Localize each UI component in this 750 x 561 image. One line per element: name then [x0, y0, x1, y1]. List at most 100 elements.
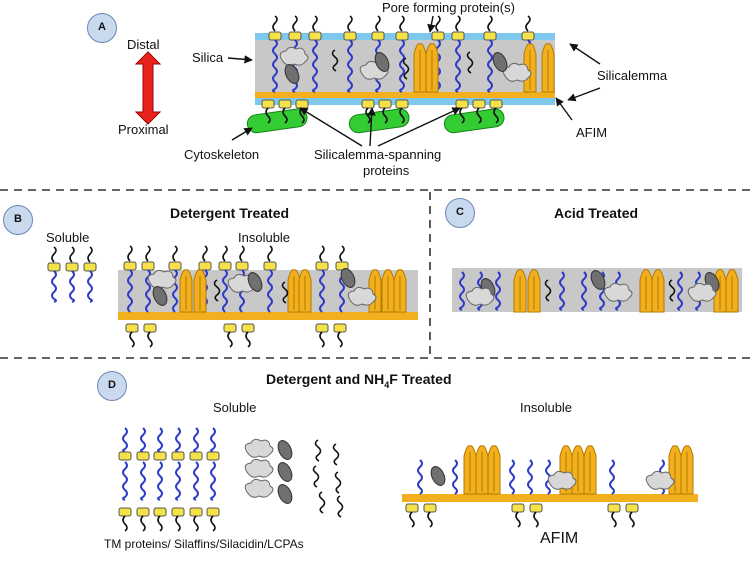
spanning-protein-a-1: [278, 99, 292, 109]
soluble-protein-b-1-tail: [69, 246, 75, 263]
panel-d-insoluble-label: Insoluble: [520, 400, 573, 415]
silica-protein-top-a-5-tail: [399, 15, 405, 32]
sol-protein-d-bottom-3: [171, 507, 185, 517]
dark-b-2: [340, 268, 356, 288]
sol-protein-d-mid-2: [153, 451, 167, 461]
chain-c-3: [559, 271, 565, 311]
insol-chain-d-2: [509, 459, 515, 495]
sol-chain-d-mid-3: [175, 461, 181, 501]
protein-bottom-b-3: [241, 323, 255, 333]
silica-protein-top-a-3-tail: [347, 15, 353, 32]
cytoskeleton-1: [348, 108, 410, 134]
panel-b-soluble-label: Soluble: [46, 230, 90, 245]
afim-label-a: AFIM: [576, 125, 608, 140]
spanning-protein-a-3-tail: [365, 107, 371, 124]
panel-d-caption: TM proteins/ Silaffins/Silacidin/LCPAs: [104, 537, 304, 551]
sol-protein-d-bottom-3-tail: [175, 515, 181, 532]
squiggle-b-1: [281, 281, 289, 304]
silica-protein-top-a-7-tail: [455, 15, 461, 32]
pore-forming-label: Pore forming protein(s): [382, 0, 515, 15]
soluble-protein-b-0-tail: [51, 246, 57, 263]
silica-protein-top-a-9-tail: [525, 15, 531, 32]
silica-protein-top-a-2: [308, 31, 322, 41]
chain-c-0: [459, 271, 465, 311]
silica-protein-top-a-5: [395, 31, 409, 41]
insol-chain-d-1: [452, 459, 458, 495]
protein-top-b-3: [198, 261, 212, 271]
squiggle-b-0: [213, 279, 221, 302]
squiggle-a-1: [466, 51, 474, 74]
insol-protein-d-2-tail: [515, 511, 521, 528]
insol-protein-d-1: [423, 503, 437, 513]
panel-b-badge: B: [3, 205, 33, 235]
protein-top-b-4: [218, 261, 232, 271]
silica-chain-a-7: [455, 39, 461, 93]
afim-layer-b: [118, 312, 418, 320]
sol-protein-d-bottom-2-tail: [157, 515, 163, 532]
silica-chain-a-2: [312, 39, 318, 93]
protein-top-b-1-tail: [145, 245, 151, 262]
protein-top-b-7-tail: [319, 245, 325, 262]
soluble-protein-b-1: [65, 262, 79, 272]
chain-b-2: [172, 269, 178, 313]
spanning-protein-a-8: [489, 99, 503, 109]
distal-proximal-arrow: [134, 51, 162, 125]
soluble-chain-b-0: [51, 270, 57, 303]
sol-protein-d-mid-3: [171, 451, 185, 461]
afim-arrow-a: [555, 97, 573, 121]
silica-protein-top-a-6-tail: [435, 15, 441, 32]
protein-bottom-b-3-tail: [245, 331, 251, 348]
pore-arrow: [427, 15, 436, 33]
protein-top-b-4-tail: [222, 245, 228, 262]
protein-bottom-b-4: [315, 323, 329, 333]
protein-bottom-b-1-tail: [147, 331, 153, 348]
soluble-chain-b-2: [87, 270, 93, 303]
sol-protein-d-bottom-5-tail: [210, 515, 216, 532]
panel-c-title: Acid Treated: [554, 205, 639, 221]
insol-cloud-d-0: [547, 470, 577, 490]
spanning-protein-a-0-tail: [265, 107, 271, 124]
sol-squiggle-d-4: [318, 491, 326, 514]
cytoskeleton-0: [246, 108, 308, 134]
silica-protein-top-a-1: [288, 31, 302, 41]
spanning-label-2: proteins: [363, 163, 410, 178]
sol-protein-d-bottom-0: [118, 507, 132, 517]
silica-protein-top-a-8: [483, 31, 497, 41]
sol-protein-d-bottom-1: [136, 507, 150, 517]
sol-squiggle-d-2: [312, 465, 320, 488]
protein-top-b-5: [235, 261, 249, 271]
cloud-c-1: [603, 282, 633, 302]
sol-chain-d-top-1: [140, 427, 146, 453]
panel-c-badge: C: [445, 198, 475, 228]
sol-squiggle-d-3: [334, 471, 342, 494]
silica-protein-top-a-7: [451, 31, 465, 41]
chain-c-7: [677, 271, 683, 311]
silica-protein-top-a-0-tail: [272, 15, 278, 32]
chain-b-4: [222, 269, 228, 313]
spanning-arrow-1: [367, 107, 376, 147]
protein-bottom-b-2-tail: [227, 331, 233, 348]
insol-protein-d-2: [511, 503, 525, 513]
chain-c-2: [495, 271, 501, 311]
insol-chain-d-6: [609, 459, 615, 495]
silica-protein-top-a-9: [521, 31, 535, 41]
panel-d-title-post: F Treated: [389, 371, 452, 387]
silica-protein-top-a-8-tail: [487, 15, 493, 32]
sol-chain-d-mid-2: [157, 461, 163, 501]
panel-d-soluble-label: Soluble: [213, 400, 257, 415]
sol-chain-d-top-2: [157, 427, 163, 453]
sol-squiggle-d-5: [336, 495, 344, 518]
silica-protein-top-a-4: [371, 31, 385, 41]
sol-cloud-d-1: [244, 458, 274, 478]
silica-label: Silica: [192, 50, 224, 65]
panel-d-title-sub: 4: [384, 379, 390, 390]
protein-top-b-5-tail: [239, 245, 245, 262]
squiggle-c-1: [668, 279, 676, 302]
spanning-protein-a-8-tail: [493, 107, 499, 124]
sol-protein-d-bottom-1-tail: [140, 515, 146, 532]
protein-bottom-b-4-tail: [319, 331, 325, 348]
proximal-label: Proximal: [118, 122, 169, 137]
insol-protein-d-3-tail: [533, 511, 539, 528]
sol-chain-d-mid-4: [193, 461, 199, 501]
